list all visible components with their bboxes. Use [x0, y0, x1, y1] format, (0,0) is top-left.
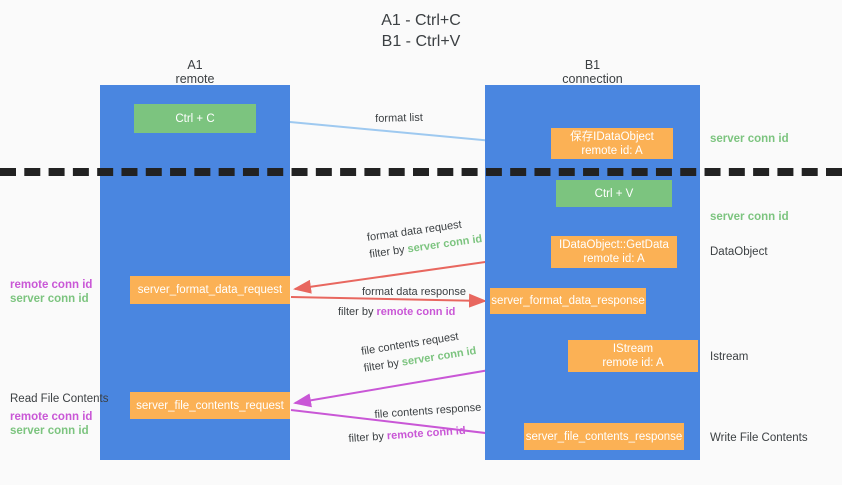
node-istream-line2: remote id: A: [602, 357, 664, 369]
node-save-idataobject-line2: remote id: A: [581, 144, 643, 157]
label-server-conn-id-top: server conn id: [710, 133, 789, 145]
label-remote-conn-id-1: remote conn id: [10, 279, 93, 291]
label-write-file-contents: Write File Contents: [710, 432, 808, 444]
node-idataobject-getdata-line1: IDataObject::GetData: [559, 239, 669, 251]
node-server-file-contents-request[interactable]: server_file_contents_request: [130, 392, 290, 419]
label-conn-id-stack-2: remote conn id server conn id: [10, 410, 92, 438]
node-server-format-data-request[interactable]: server_format_data_request: [130, 276, 290, 304]
column-header-b1-name: B1: [584, 58, 601, 72]
filter-by-text-4: filter by: [348, 430, 388, 445]
filter-by-text-2: filter by: [338, 306, 377, 318]
accent-remote-conn-id-1: remote conn id: [376, 306, 456, 318]
filter-by-text-3: filter by: [362, 356, 403, 375]
node-server-format-data-response-label: server_format_data_response: [491, 295, 645, 307]
label-remote-conn-id-2: remote conn id: [10, 411, 93, 423]
label-server-conn-id-1: server conn id: [10, 293, 89, 305]
arrow-format-data-response: [290, 293, 487, 308]
edge-label-format-data-response-line1: format data response: [362, 286, 466, 298]
node-ctrl-v[interactable]: Ctrl + V: [556, 180, 672, 207]
node-istream-line1: IStream: [612, 343, 654, 355]
column-header-a1: A1 remote: [100, 58, 290, 86]
column-header-a1-sub: remote: [175, 72, 215, 86]
node-ctrl-c[interactable]: Ctrl + C: [134, 104, 256, 133]
column-header-b1-sub: connection: [562, 72, 623, 86]
label-conn-id-stack-1: remote conn id server conn id: [10, 278, 92, 306]
label-dataobject: DataObject: [710, 246, 768, 258]
node-server-file-contents-response[interactable]: server_file_contents_response: [524, 423, 684, 450]
node-server-file-contents-request-label: server_file_contents_request: [136, 399, 284, 412]
label-server-conn-id-2: server conn id: [10, 425, 89, 437]
node-server-file-contents-response-label: server_file_contents_response: [525, 430, 683, 443]
node-server-format-data-response[interactable]: server_format_data_response: [490, 288, 646, 314]
arrow-file-contents-response: [290, 409, 521, 443]
filter-by-text-1: filter by: [368, 243, 409, 261]
column-header-a1-name: A1: [187, 58, 203, 72]
node-save-idataobject[interactable]: 保存IDataObject remote id: A: [551, 128, 673, 159]
column-header-b1: B1 connection: [485, 58, 700, 86]
node-ctrl-c-line1: Ctrl + C: [175, 112, 215, 125]
node-idataobject-getdata-line2: remote id: A: [583, 253, 645, 265]
label-read-file-contents: Read File Contents: [10, 393, 109, 405]
node-ctrl-v-line1: Ctrl + V: [594, 187, 634, 200]
node-idataobject-getdata[interactable]: IDataObject::GetData remote id: A: [551, 236, 677, 268]
edge-label-format-list: format list: [375, 111, 424, 125]
node-istream[interactable]: IStream remote id: A: [568, 340, 698, 372]
label-server-conn-id-mid: server conn id: [710, 211, 789, 223]
page-title: A1 - Ctrl+C B1 - Ctrl+V: [381, 12, 461, 50]
edge-label-format-data-response-line2: filter by remote conn id: [338, 305, 455, 320]
node-save-idataobject-line1: 保存IDataObject: [570, 130, 654, 143]
label-istream: Istream: [710, 351, 749, 363]
node-server-format-data-request-label: server_format_data_request: [137, 284, 283, 296]
dashed-divider: [0, 168, 842, 176]
